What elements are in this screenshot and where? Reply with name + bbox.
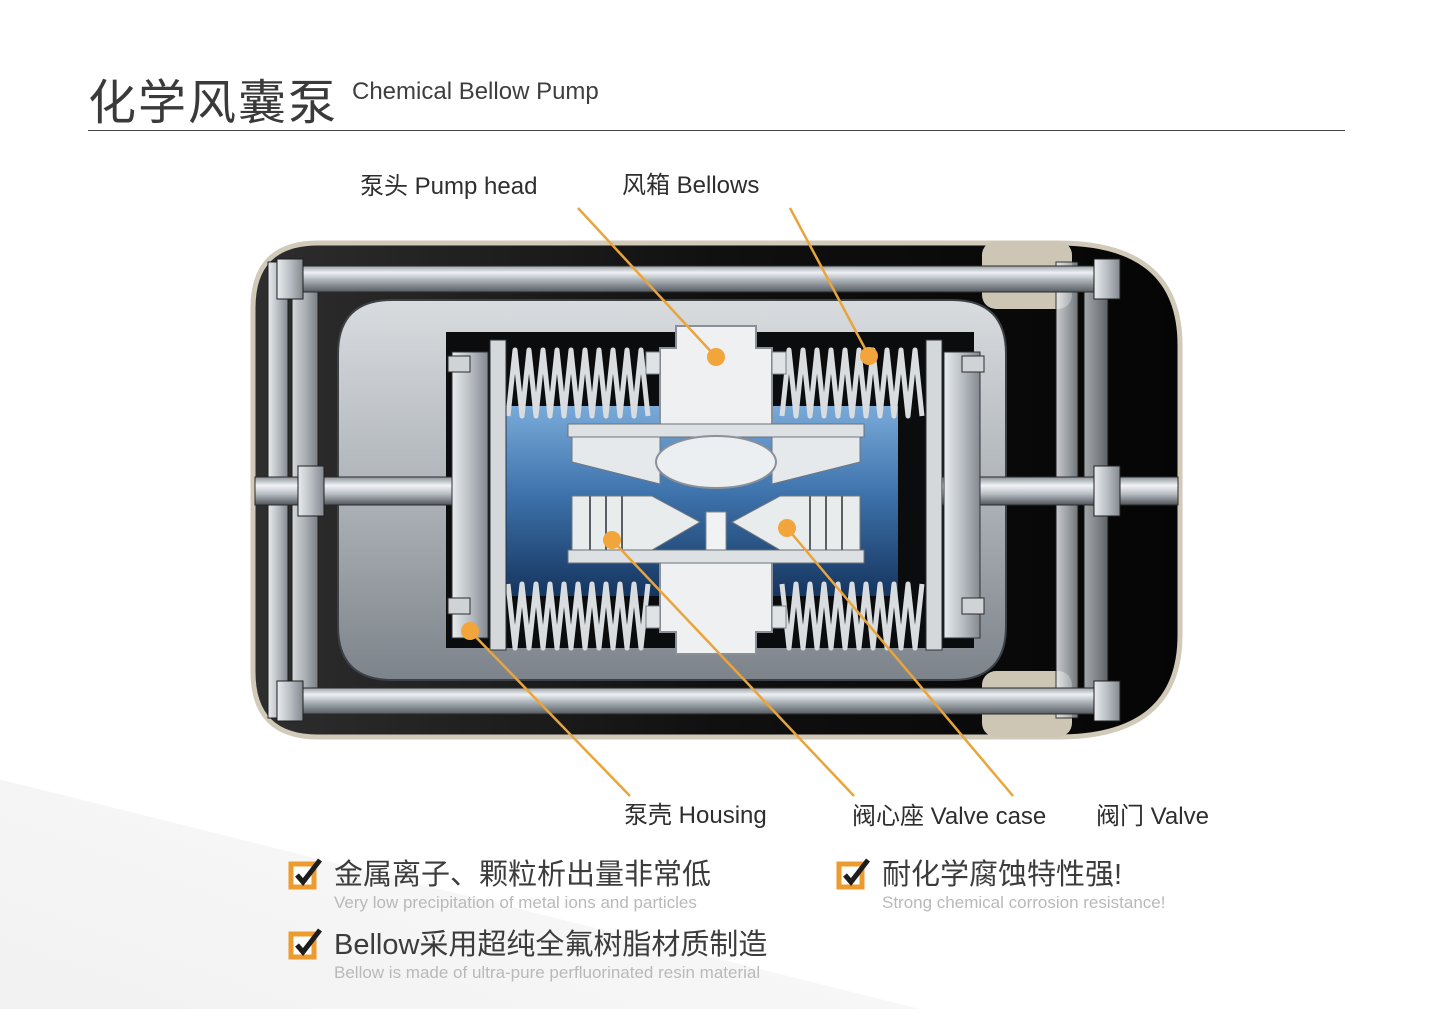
pump-head-column [645, 325, 787, 655]
feature-item-corrosion: 耐化学腐蚀特性强! Strong chemical corrosion resi… [836, 856, 1165, 913]
checkbox-check-icon [288, 858, 322, 890]
callout-label-pump-head: 泵头 Pump head [360, 173, 538, 200]
tie-rod-top [276, 258, 1121, 300]
bellows-flange-plates [447, 339, 985, 651]
checkbox-check-icon [288, 928, 322, 960]
page-subtitle: Chemical Bellow Pump [352, 78, 599, 105]
feature-text-en: Bellow is made of ultra-pure perfluorina… [334, 963, 761, 982]
valve-cone-right [730, 495, 861, 551]
feature-text-en: Strong chemical corrosion resistance! [882, 893, 1166, 912]
callout-dot-valve [778, 519, 796, 537]
callout-dot-valve-case [603, 531, 621, 549]
page-title: 化学风囊泵 [88, 77, 339, 131]
callout-label-housing: 泵壳 Housing [624, 802, 767, 829]
feature-text-zh: 耐化学腐蚀特性强! [882, 858, 1123, 891]
feature-text-zh: Bellow采用超纯全氟树脂材质制造 [334, 928, 768, 961]
callout-dot-housing [461, 622, 479, 640]
callout-label-valve-case: 阀心座 Valve case [852, 803, 1047, 830]
feature-text-zh: 金属离子、颗粒析出量非常低 [334, 858, 712, 891]
callout-dot-bellows [860, 347, 878, 365]
tie-rod-bottom [276, 680, 1121, 722]
feature-item-bellow-material: Bellow采用超纯全氟树脂材质制造 Bellow is made of ult… [288, 926, 767, 983]
bellows-right [779, 347, 925, 651]
checkbox-check-icon [836, 858, 870, 890]
header-divider [88, 130, 1345, 131]
callout-label-valve: 阀门 Valve [1096, 803, 1209, 830]
feature-item-metal-ions: 金属离子、颗粒析出量非常低 Very low precipitation of … [288, 856, 711, 913]
callout-label-bellows: 风箱 Bellows [622, 172, 760, 199]
callout-leader-lines [469, 207, 1014, 797]
feature-text-en: Very low precipitation of metal ions and… [334, 893, 697, 912]
bellows-left [505, 347, 651, 651]
callout-dot-pump-head [707, 348, 725, 366]
